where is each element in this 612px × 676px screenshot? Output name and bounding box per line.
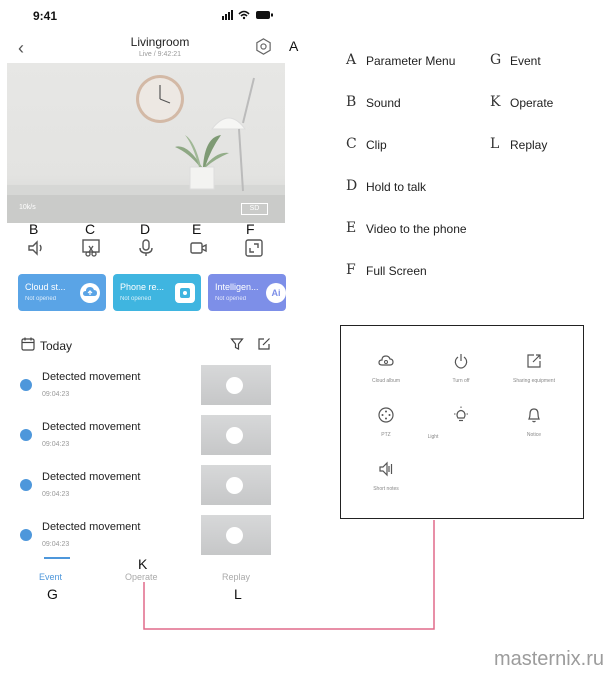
intelligent-card[interactable]: Intelligen... Not opened Ai xyxy=(208,274,286,311)
play-icon[interactable] xyxy=(226,477,243,494)
calendar-icon xyxy=(21,337,35,351)
event-dot xyxy=(20,429,32,441)
cloud-upload-icon xyxy=(80,283,100,303)
operate-label: Sharing equipment xyxy=(513,378,555,384)
legend-letter: G xyxy=(490,52,502,68)
card-status: Not opened xyxy=(215,296,247,302)
event-time: 09:04:23 xyxy=(42,491,70,498)
play-icon[interactable] xyxy=(226,377,243,394)
voice-notes-icon[interactable] xyxy=(377,460,395,478)
event-title: Detected movement xyxy=(42,371,141,383)
back-button[interactable]: ‹ xyxy=(18,38,24,58)
card-title: Cloud st... xyxy=(25,282,66,292)
card-title: Phone re... xyxy=(120,282,165,292)
video-record-icon[interactable] xyxy=(189,238,209,258)
speaker-icon[interactable] xyxy=(26,238,46,258)
bell-icon[interactable] xyxy=(525,406,543,424)
legend-text: Event xyxy=(510,54,541,68)
legend-text: Parameter Menu xyxy=(366,54,456,68)
status-time: 9:41 xyxy=(33,9,58,23)
legend-letter: E xyxy=(346,220,357,236)
event-thumbnail[interactable] xyxy=(201,465,271,505)
date-filter-label: Today xyxy=(40,339,73,353)
filter-icon[interactable] xyxy=(230,337,244,351)
legend-text: Operate xyxy=(510,96,554,110)
card-title: Intelligen... xyxy=(215,282,259,292)
quality-toggle[interactable]: SD xyxy=(241,203,268,215)
tab-operate[interactable]: Operate xyxy=(125,572,158,582)
power-icon[interactable] xyxy=(452,352,470,370)
operate-label: PTZ xyxy=(381,432,391,438)
event-dot xyxy=(20,479,32,491)
legend-letter: F xyxy=(346,262,356,278)
label-e: E xyxy=(192,221,202,237)
bitrate-readout: 10k/s xyxy=(19,204,36,211)
card-status: Not opened xyxy=(25,296,57,302)
gear-icon[interactable] xyxy=(255,38,272,55)
phone-record-icon xyxy=(175,283,195,303)
cloud-icon[interactable] xyxy=(377,352,395,370)
event-thumbnail[interactable] xyxy=(201,415,271,455)
label-k: K xyxy=(138,556,148,572)
cloud-storage-card[interactable]: Cloud st... Not opened xyxy=(18,274,106,311)
legend-letter: K xyxy=(490,94,501,110)
ai-badge: Ai xyxy=(266,283,286,303)
microphone-icon[interactable] xyxy=(136,238,156,258)
legend-letter: B xyxy=(346,94,357,110)
event-time: 09:04:23 xyxy=(42,541,70,548)
scissors-clip-icon[interactable] xyxy=(81,238,101,258)
card-status: Not opened xyxy=(120,296,152,302)
label-l: L xyxy=(234,586,242,602)
legend-text: Video to the phone xyxy=(366,222,467,236)
legend-text: Clip xyxy=(366,138,387,152)
active-tab-indicator xyxy=(44,557,70,559)
ptz-icon[interactable] xyxy=(377,406,395,424)
edit-icon[interactable] xyxy=(257,337,271,351)
label-g: G xyxy=(47,586,58,602)
operate-label: Turn off xyxy=(452,378,470,384)
tab-replay[interactable]: Replay xyxy=(222,572,251,582)
page-title: Livingroom xyxy=(130,35,190,49)
video-feed[interactable] xyxy=(7,63,285,223)
legend-text: Replay xyxy=(510,138,548,152)
event-dot xyxy=(20,379,32,391)
event-time: 09:04:23 xyxy=(42,391,70,398)
phone-recording-card[interactable]: Phone re... Not opened xyxy=(113,274,201,311)
legend-letter: D xyxy=(346,178,358,194)
light-icon[interactable] xyxy=(452,406,470,424)
event-title: Detected movement xyxy=(42,471,141,483)
event-title: Detected movement xyxy=(42,421,141,433)
label-b: B xyxy=(29,221,39,237)
operate-label: Notice xyxy=(526,432,542,438)
event-title: Detected movement xyxy=(42,521,141,533)
legend-letter: L xyxy=(490,136,500,152)
operate-label: Cloud album xyxy=(371,378,401,384)
label-d: D xyxy=(140,221,151,237)
legend-text: Full Screen xyxy=(366,264,427,278)
operate-label: Light xyxy=(427,434,439,440)
event-dot xyxy=(20,529,32,541)
operate-label: Short notes xyxy=(373,486,399,492)
operate-panel: Cloud album Turn off Sharing equipment P… xyxy=(340,325,584,519)
legend-text: Sound xyxy=(366,96,401,110)
share-icon[interactable] xyxy=(525,352,543,370)
legend-letter: A xyxy=(346,52,357,68)
live-timestamp: Live / 9:42:21 xyxy=(138,51,182,58)
status-icons xyxy=(222,10,273,20)
event-thumbnail[interactable] xyxy=(201,365,271,405)
event-thumbnail[interactable] xyxy=(201,515,271,555)
legend-letter: C xyxy=(346,136,357,152)
label-a: A xyxy=(289,38,299,54)
label-f: F xyxy=(246,221,255,237)
tab-event[interactable]: Event xyxy=(39,572,63,582)
play-icon[interactable] xyxy=(226,427,243,444)
fullscreen-icon[interactable] xyxy=(244,238,264,258)
legend-text: Hold to talk xyxy=(366,180,427,194)
play-icon[interactable] xyxy=(226,527,243,544)
event-time: 09:04:23 xyxy=(42,441,70,448)
watermark: masternix.ru xyxy=(493,648,604,670)
label-c: C xyxy=(85,221,96,237)
